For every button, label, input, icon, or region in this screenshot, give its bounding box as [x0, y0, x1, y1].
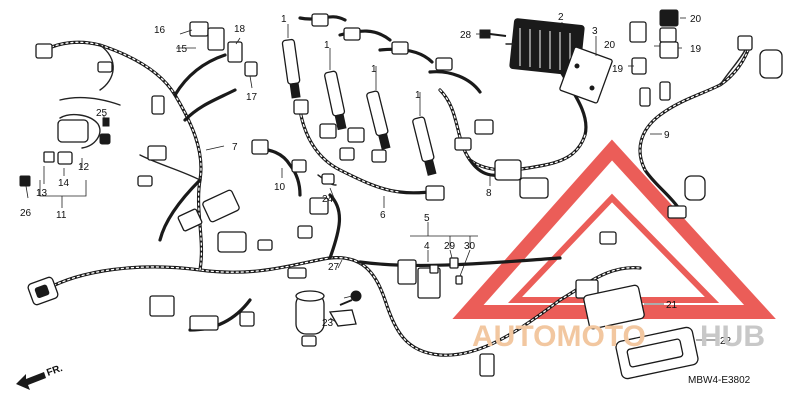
sub-harness-6 — [293, 99, 445, 201]
callout-14: 14 — [58, 178, 70, 189]
callout-17: 17 — [246, 92, 258, 103]
sub-harness-9 — [638, 35, 783, 219]
ecu-module-21 — [583, 284, 645, 330]
callout-15: 15 — [176, 44, 188, 55]
main-harness-connectors — [27, 43, 617, 377]
clamp-23 — [328, 309, 357, 327]
callout-21: 21 — [666, 300, 678, 311]
callout-3: 3 — [592, 26, 598, 37]
callout-2: 2 — [558, 12, 564, 23]
callout-4: 4 — [424, 241, 430, 252]
callout-22: 22 — [720, 336, 732, 347]
watermark-text-part2: HUB — [700, 320, 765, 353]
direction-label: FR. — [45, 363, 64, 379]
callout-19: 19 — [690, 44, 702, 55]
callout-1: 1 — [281, 14, 287, 25]
callout-23: 23 — [322, 318, 334, 329]
bolt-28 — [479, 29, 507, 39]
callout-25: 25 — [96, 108, 108, 119]
horn-starter — [295, 290, 325, 347]
callout-9: 9 — [664, 130, 670, 141]
small-parts-left — [19, 21, 258, 187]
callout-24: 24 — [322, 194, 334, 205]
ecu-module-22 — [615, 326, 699, 380]
callout-19: 19 — [612, 64, 624, 75]
bolt-27 — [339, 290, 362, 306]
regulator-plate — [559, 46, 613, 104]
sub-harness-8 — [438, 68, 588, 199]
callout-11: 11 — [56, 210, 67, 221]
callout-28: 28 — [460, 30, 472, 41]
callout-6: 6 — [380, 210, 386, 221]
ignition-coil-group — [281, 13, 482, 176]
diagram-code: MBW4-E3802 — [688, 375, 751, 386]
callout-labels: 1 1 1 1 2 3 4 5 6 7 8 9 10 11 12 13 14 1… — [20, 12, 732, 347]
callout-1: 1 — [371, 64, 377, 75]
callout-29: 29 — [444, 241, 456, 252]
fuse-box-group — [397, 235, 478, 299]
main-wire-harness — [43, 40, 642, 357]
callout-20: 20 — [690, 14, 702, 25]
callout-10: 10 — [274, 182, 286, 193]
callout-1: 1 — [415, 90, 421, 101]
regulator-rectifier — [505, 18, 585, 76]
callout-8: 8 — [486, 188, 492, 199]
callout-5: 5 — [424, 213, 430, 224]
sub-harness-10 — [251, 139, 307, 197]
callout-27: 27 — [328, 262, 340, 273]
callout-30: 30 — [464, 241, 476, 252]
callout-26: 26 — [20, 208, 32, 219]
callout-1: 1 — [324, 40, 330, 51]
callout-20: 20 — [604, 40, 616, 51]
callout-12: 12 — [78, 162, 90, 173]
watermark-text-part1: AUTOMOTO — [472, 320, 646, 353]
front-direction-arrow: FR. — [16, 363, 64, 390]
leader-lines — [25, 17, 718, 341]
callout-18: 18 — [234, 24, 246, 35]
callout-13: 13 — [36, 188, 48, 199]
callout-7: 7 — [232, 142, 238, 153]
relay-group — [629, 9, 679, 75]
connector-24 — [317, 173, 337, 186]
callout-16: 16 — [154, 25, 166, 36]
